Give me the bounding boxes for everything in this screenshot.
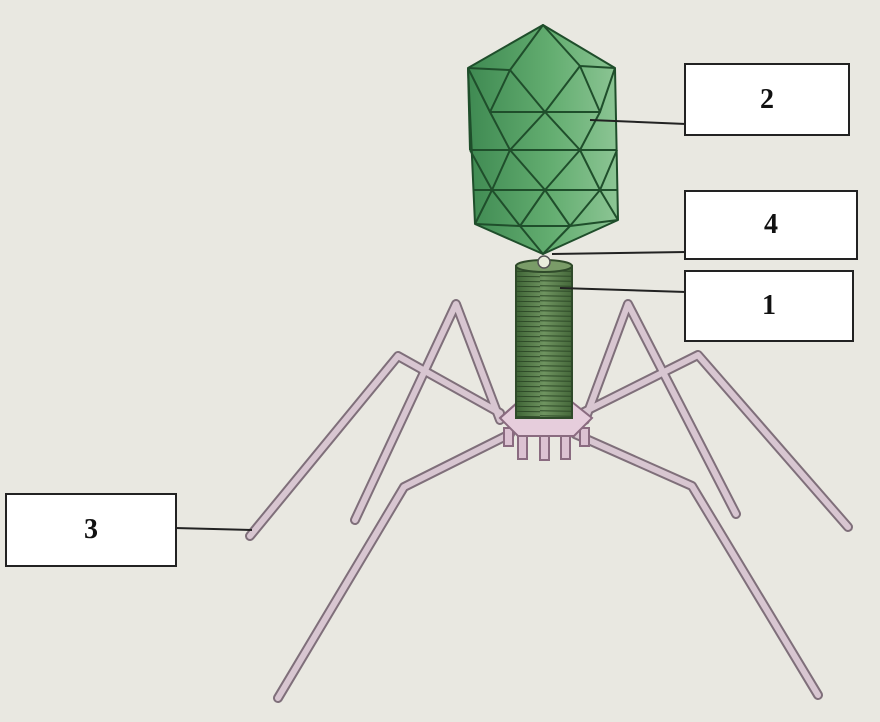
label-2: 2 [684, 63, 850, 136]
leader-line-1 [560, 288, 686, 292]
leader-line-4 [552, 252, 686, 254]
label-3: 3 [5, 493, 177, 567]
tail-sheath [516, 260, 572, 418]
capsid-head [468, 25, 618, 254]
label-1: 1 [684, 270, 854, 342]
leader-line-3 [175, 528, 252, 530]
label-4: 4 [684, 190, 858, 260]
collar [538, 256, 550, 268]
